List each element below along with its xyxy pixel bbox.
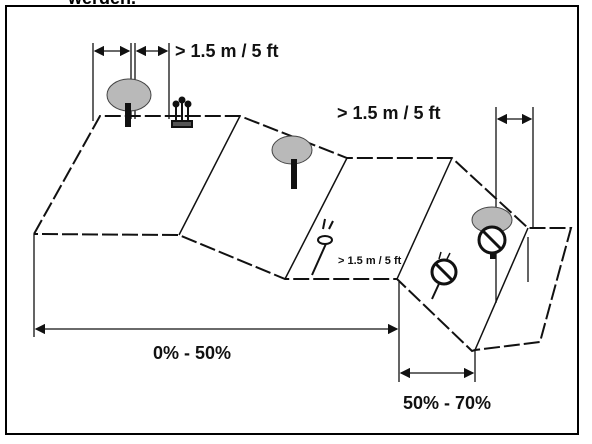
dimension-bottom bbox=[33, 234, 476, 382]
prohibited-sign-icon bbox=[430, 251, 458, 300]
tree-icon bbox=[106, 78, 152, 127]
distance-label-right: > 1.5 m / 5 ft bbox=[337, 103, 441, 123]
tree-icon-middle bbox=[271, 135, 313, 189]
prohibited-tree-icon bbox=[471, 206, 513, 259]
terrain-outline bbox=[33, 115, 573, 353]
cut-off-caption: werden. bbox=[68, 0, 136, 9]
slope-diagram bbox=[33, 43, 573, 382]
diagram-frame: > 1.5 m / 5 ft > 1.5 m / 5 ft > 1.5 m / … bbox=[5, 5, 579, 435]
dimension-right bbox=[495, 107, 534, 303]
distance-label-small: > 1.5 m / 5 ft bbox=[338, 255, 402, 267]
sprinkler-icon bbox=[311, 218, 334, 276]
terrain-folds bbox=[178, 115, 529, 351]
distance-label-top: > 1.5 m / 5 ft bbox=[175, 41, 279, 61]
plant-icon bbox=[171, 96, 193, 128]
slope-label-low: 0% - 50% bbox=[153, 343, 232, 363]
slope-label-high: 50% - 70% bbox=[403, 393, 492, 413]
